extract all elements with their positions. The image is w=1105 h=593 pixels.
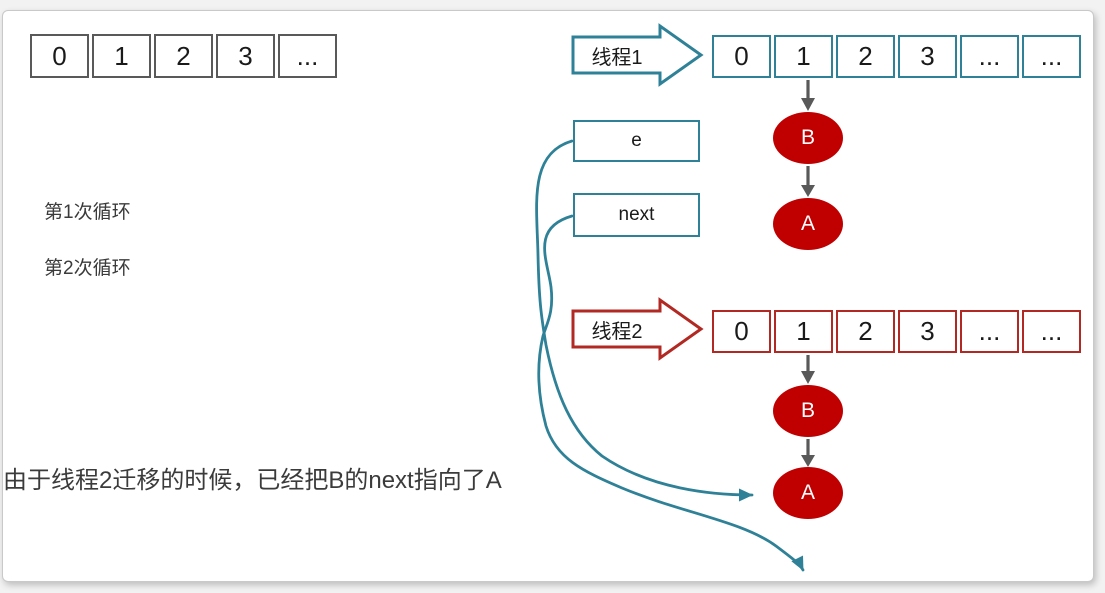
loop2-caption: 第2次循环: [44, 258, 131, 279]
thread2-label: 线程2: [591, 320, 643, 343]
thread1-label: 线程1: [591, 46, 643, 69]
loop1-caption: 第1次循环: [44, 202, 131, 223]
array-cell: 2: [154, 34, 213, 78]
array-cell: 2: [836, 35, 895, 78]
slide-frame: [2, 10, 1094, 582]
array-cell: ...: [1022, 35, 1081, 78]
array-cell: 1: [774, 35, 833, 78]
array-cell: 3: [898, 310, 957, 353]
array-cell: ...: [278, 34, 337, 78]
array-cell: ...: [960, 35, 1019, 78]
array-cell: 3: [898, 35, 957, 78]
array-cell: 2: [836, 310, 895, 353]
pointer-e-box: e: [573, 120, 700, 162]
array-cell: 1: [774, 310, 833, 353]
array-cell: 0: [712, 310, 771, 353]
array-cell: 3: [216, 34, 275, 78]
thread2-hash-array: 0 1 2 3 ... ...: [712, 310, 1081, 353]
array-cell: 0: [30, 34, 89, 78]
note-caption: 由于线程2迁移的时候，已经把B的next指向了A: [3, 467, 502, 494]
thread2-node-b: B: [773, 385, 843, 437]
array-cell: 0: [712, 35, 771, 78]
pointer-next-box: next: [573, 193, 700, 237]
thread1-hash-array: 0 1 2 3 ... ...: [712, 35, 1081, 78]
array-cell: 1: [92, 34, 151, 78]
thread2-node-a: A: [773, 467, 843, 519]
array-cell: ...: [1022, 310, 1081, 353]
array-cell: ...: [960, 310, 1019, 353]
base-hash-array: 0 1 2 3 ...: [30, 34, 337, 78]
thread1-node-a: A: [773, 198, 843, 250]
thread1-node-b: B: [773, 112, 843, 164]
